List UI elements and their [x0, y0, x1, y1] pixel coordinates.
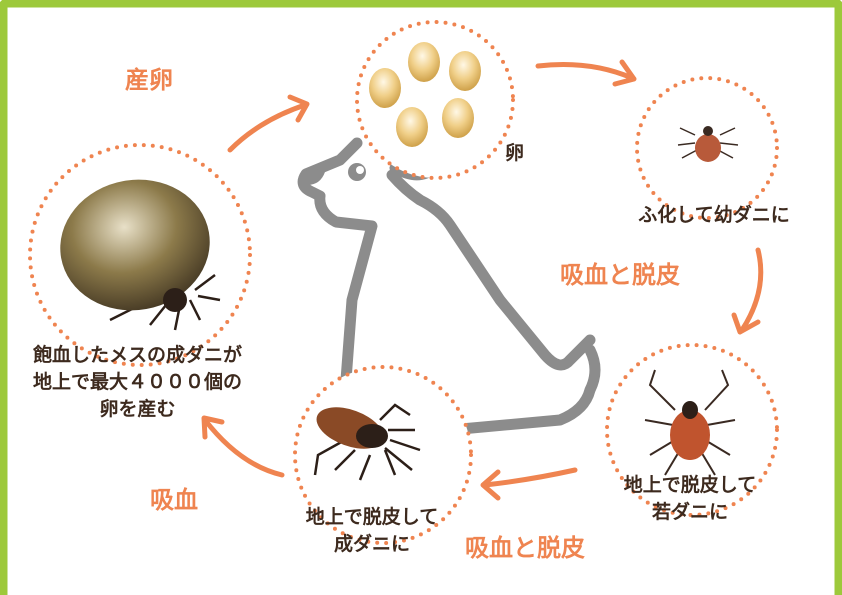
feed-molt-label-2: 吸血と脱皮 [465, 534, 585, 562]
engorged-label: 飽血したメスの成ダニが 地上で最大４０００個の 卵を産む [20, 342, 255, 423]
feed-molt-label-1: 吸血と脱皮 [560, 261, 680, 289]
larva-tick-image [677, 126, 739, 162]
engorged-label-line1: 飽血したメスの成ダニが [32, 344, 242, 366]
adult-tick-image [313, 403, 421, 481]
adult-label: 地上で脱皮して 成ダニに [272, 504, 472, 558]
larva-label: ふ化して幼ダニに [638, 204, 790, 226]
egg-label: 卵 [505, 142, 525, 164]
feed-label: 吸血 [150, 486, 198, 514]
nymph-label: 地上で脱皮して 若ダニに [590, 472, 790, 526]
lay-eggs-label: 産卵 [125, 66, 173, 94]
eggs-image [369, 42, 481, 147]
cycle-arrows [201, 59, 764, 501]
engorged-tick-image [60, 179, 221, 331]
nymph-label-line1: 地上で脱皮して [623, 474, 757, 496]
nymph-label-line2: 若ダニに [651, 501, 728, 523]
adult-label-line1: 地上で脱皮して [305, 506, 439, 528]
adult-label-line2: 成ダニに [333, 533, 410, 555]
engorged-label-line3: 卵を産む [99, 398, 176, 420]
engorged-label-line2: 地上で最大４０００個の [32, 371, 242, 393]
nymph-tick-image [644, 369, 736, 476]
